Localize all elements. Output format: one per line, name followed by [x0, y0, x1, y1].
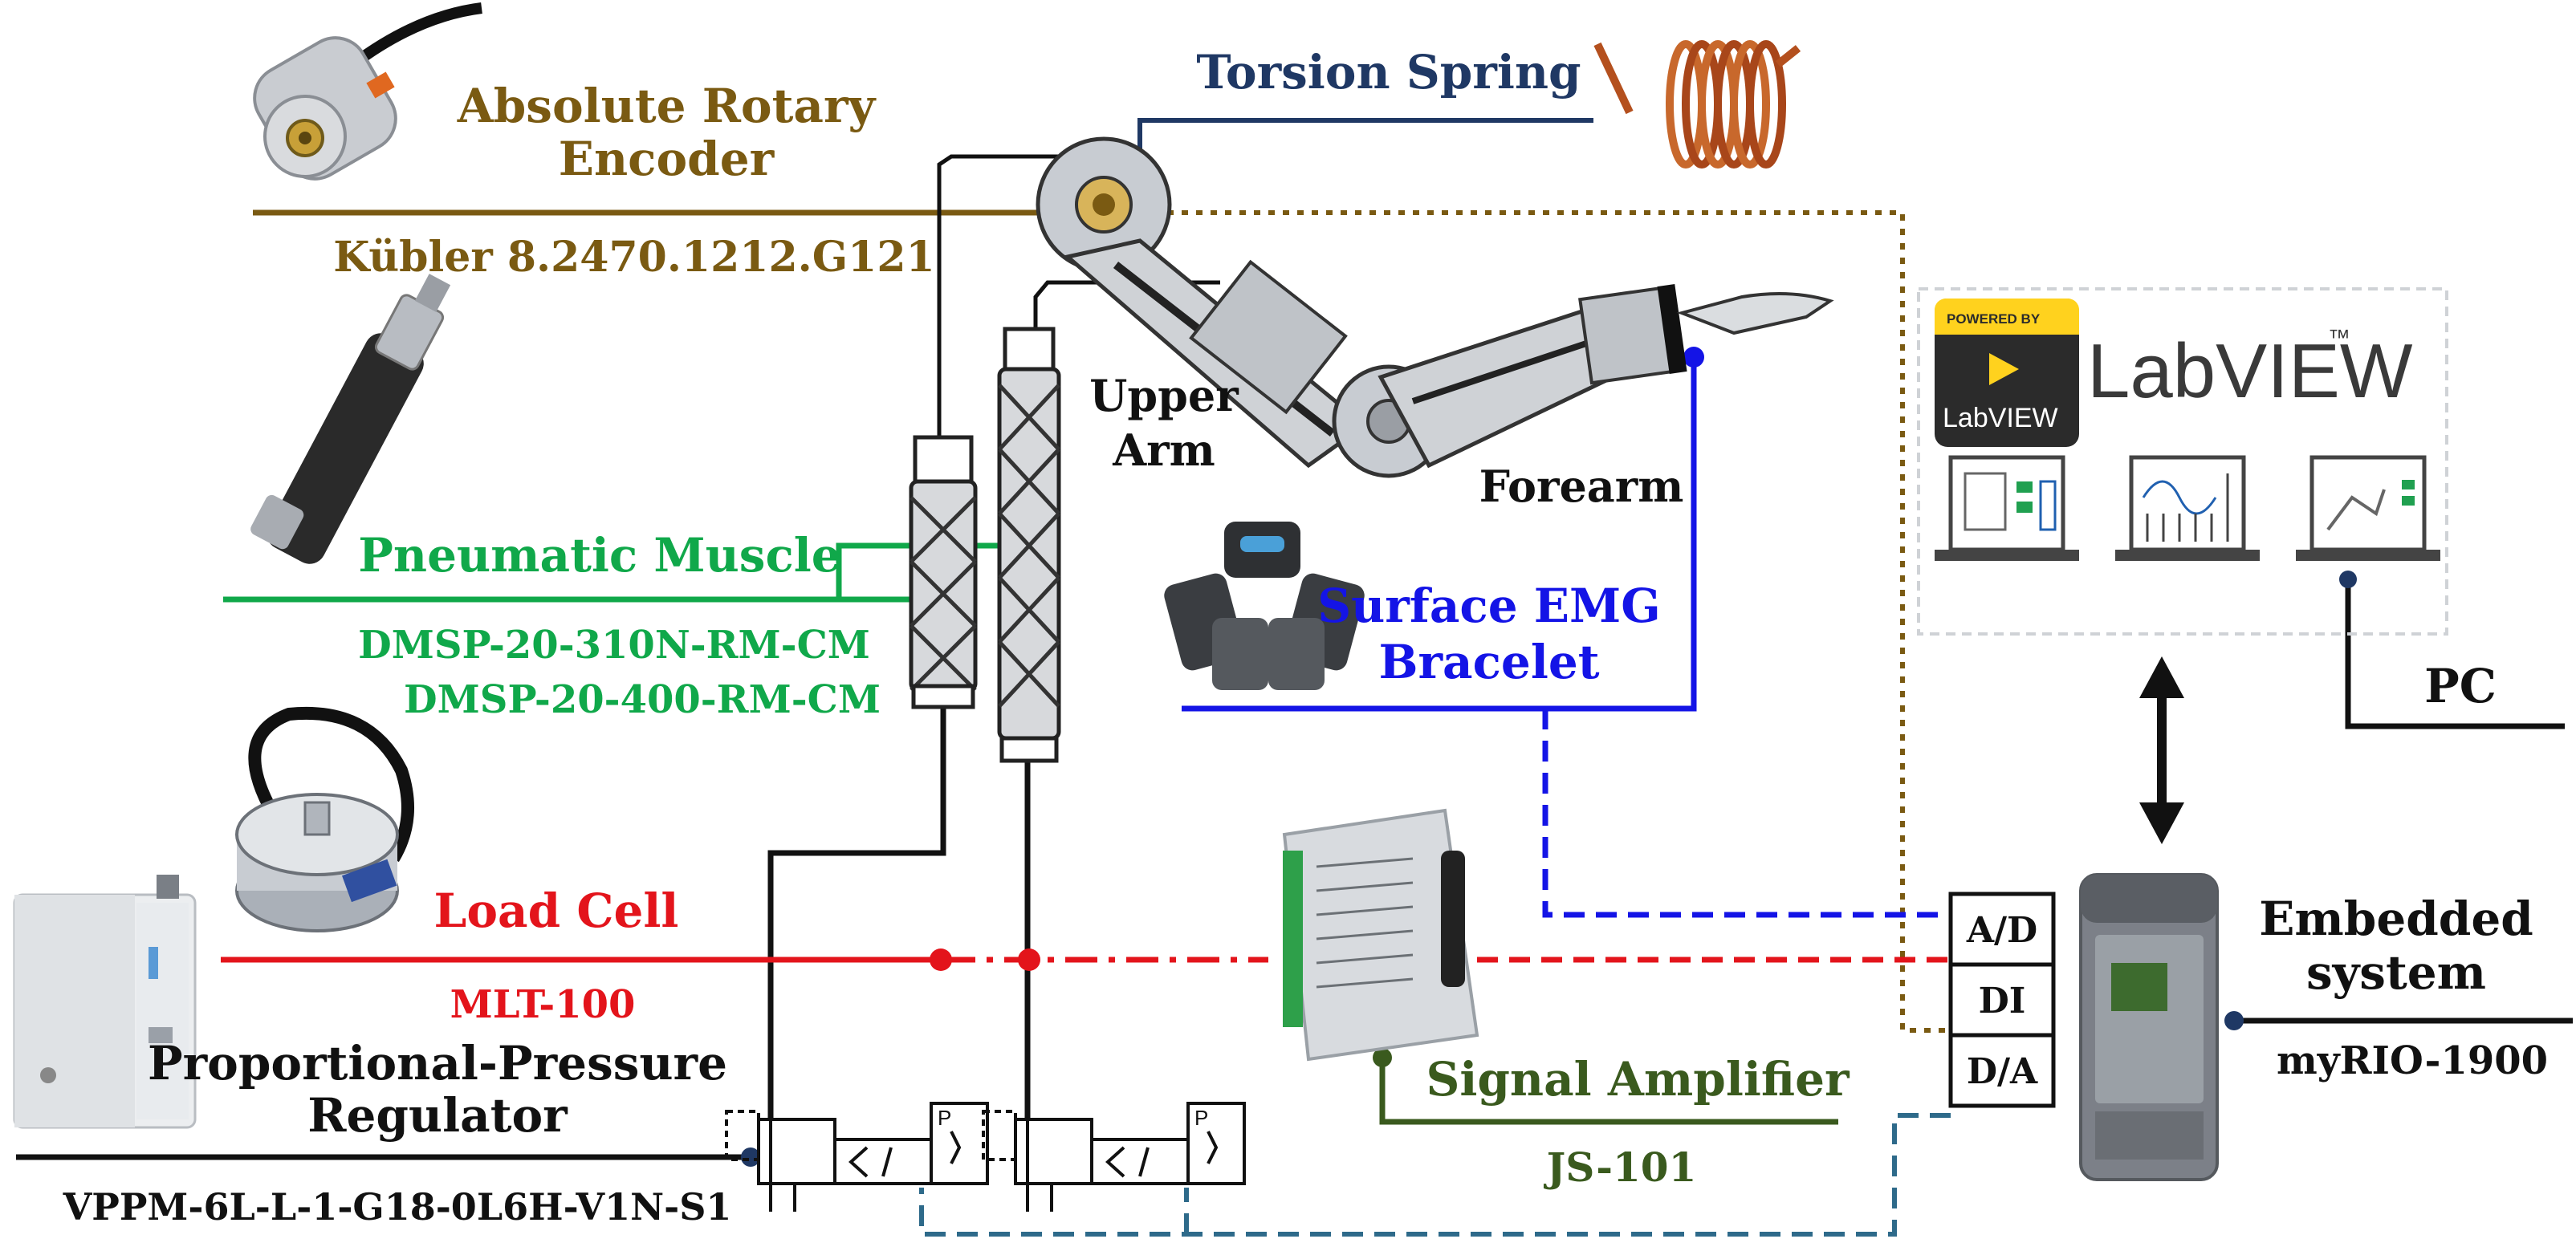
labview-panel: [1917, 287, 2448, 636]
emg-title-line1: Surface EMG: [1317, 579, 1661, 633]
forearm-label: Forearm: [1479, 461, 1684, 512]
pressure-regulator-image: [13, 875, 197, 1129]
rotary-encoder-image: [253, 2, 482, 181]
regulator-model: VPPM-6L-L-1-G18-0L6H-V1N-S1: [63, 1185, 732, 1229]
laptop-icon-1: [1935, 455, 2079, 561]
emg-bracelet-image: [1164, 522, 1365, 690]
load-marker-2: [1018, 948, 1040, 971]
signal-amplifier-image: [1282, 808, 1479, 1062]
pneumatic-muscle-1: [909, 435, 978, 709]
muscle-model-1: DMSP-20-310N-RM-CM: [358, 623, 870, 668]
emg-title-line2: Bracelet: [1378, 635, 1599, 689]
da-dashed-line: [919, 1113, 1951, 1237]
bidirectional-arrow-icon: [2139, 656, 2184, 844]
laptop-icon-2: [2115, 455, 2260, 561]
emg-dashed-line: [1542, 709, 1951, 918]
muscle1-to-valve: [767, 706, 946, 1139]
labview-powered-by: POWERED BY: [1947, 311, 2041, 327]
upper-arm-label-line2: Arm: [1112, 424, 1215, 476]
valve-1-symbol: [725, 1102, 989, 1212]
encoder-title-line2: Encoder: [559, 132, 775, 186]
load-marker-1: [930, 948, 952, 971]
embedded-marker: [2224, 1011, 2244, 1030]
load-cell-image: [235, 706, 414, 932]
amplifier-leader-line: [1379, 1059, 1838, 1125]
valve-2-p-label: P: [1194, 1106, 1208, 1130]
torsion-spring-image: [1593, 40, 1801, 169]
pc-leader-line: [2345, 578, 2565, 729]
emg-marker: [1683, 347, 1704, 368]
load-cell-title: Load Cell: [434, 883, 679, 938]
labview-badge-text: LabVIEW: [1943, 403, 2058, 433]
spring-title: Torsion Spring: [1196, 45, 1581, 100]
amplifier-marker: [1373, 1048, 1392, 1067]
pneumatic-muscle-2: [997, 327, 1061, 763]
robotic-arm-image: [1036, 136, 1834, 478]
port-ad-box: [1948, 892, 2056, 967]
emg-line: [1182, 359, 1697, 712]
muscle-model-2: DMSP-20-400-RM-CM: [404, 677, 881, 722]
pneumatic-muscle-image: [250, 274, 451, 564]
spring-leader-line: [1137, 118, 1593, 173]
port-di-label: DI: [1979, 981, 2026, 1022]
labview-logo-text: LabVIEW: [2087, 328, 2413, 414]
labview-tm: ™: [2328, 325, 2350, 350]
labview-badge-icon: [1935, 299, 2079, 447]
valve-2-symbol: [982, 1102, 1246, 1212]
pc-marker: [2339, 571, 2357, 588]
port-box-group: [1948, 892, 2056, 1108]
encoder-di-dotted-line: [1124, 210, 1951, 1033]
embedded-model: myRIO-1900: [2277, 1038, 2548, 1083]
load-cell-model: MLT-100: [450, 982, 636, 1027]
port-ad-label: A/D: [1966, 910, 2037, 951]
port-da-box: [1948, 1033, 2056, 1108]
amplifier-title: Signal Amplifier: [1426, 1052, 1850, 1107]
laptop-icon-3: [2296, 455, 2440, 561]
embedded-title-line1: Embedded: [2259, 892, 2533, 946]
embedded-title-line2: system: [2306, 945, 2486, 1000]
myrio-device-image: [2079, 873, 2219, 1181]
regulator-title-line1: Proportional-Pressure: [148, 1036, 727, 1091]
regulator-title-line2: Regulator: [307, 1088, 568, 1143]
amplifier-model: JS-101: [1544, 1143, 1697, 1191]
valve-1-p-label: P: [938, 1106, 951, 1130]
port-da-label: D/A: [1967, 1051, 2038, 1092]
encoder-model: Kübler 8.2470.1212.G121: [333, 233, 934, 282]
muscle-title: Pneumatic Muscle: [358, 528, 840, 583]
pc-label: PC: [2424, 659, 2497, 713]
upper-arm-label-line1: Upper: [1089, 370, 1239, 421]
regulator-marker: [741, 1147, 760, 1167]
encoder-title-line1: Absolute Rotary: [457, 79, 877, 133]
